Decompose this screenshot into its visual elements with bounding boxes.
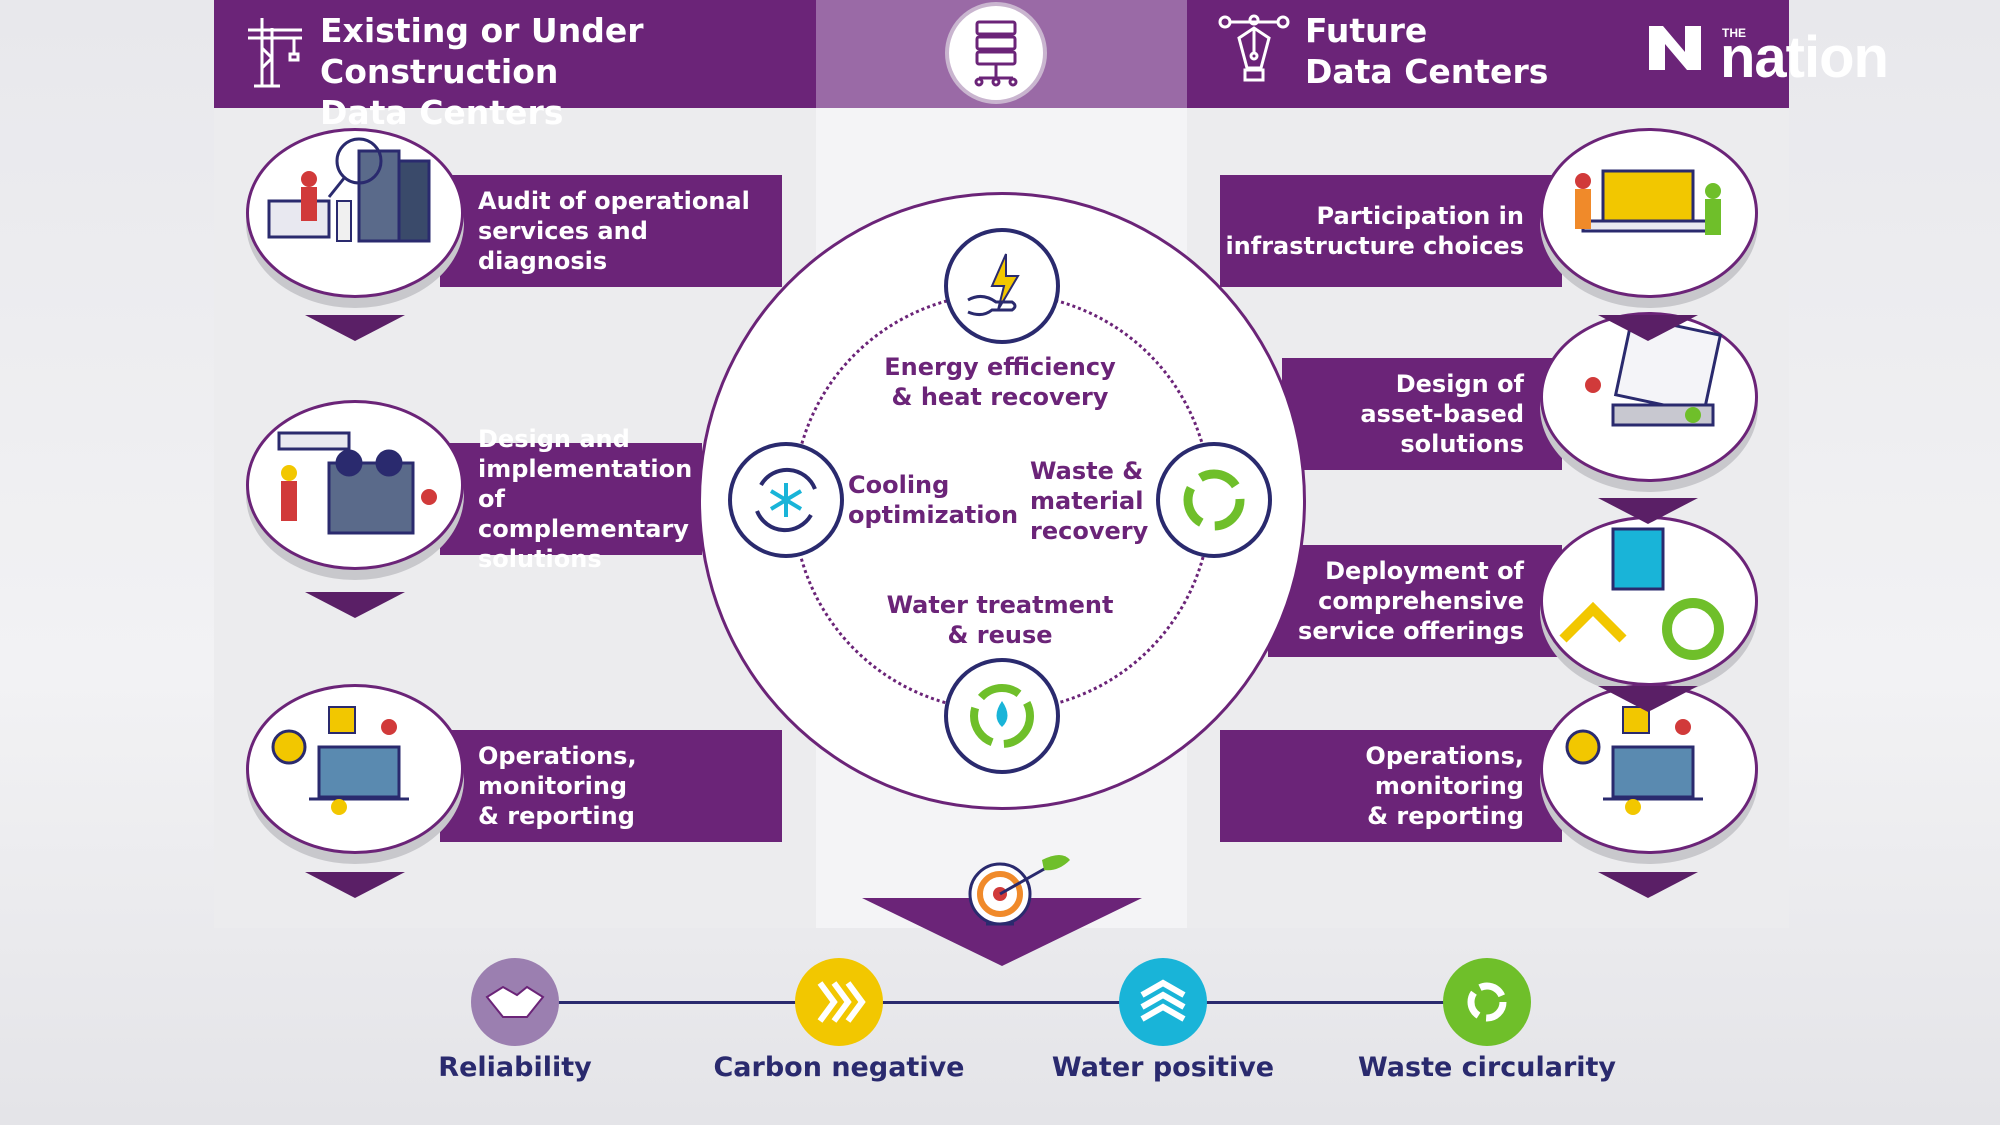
water-drop-icon (944, 658, 1060, 774)
cooling-icon (728, 442, 844, 558)
right-arrow-2 (1598, 498, 1698, 524)
recycle-icon (1156, 442, 1272, 558)
carbon-chevrons-icon (795, 958, 883, 1046)
crane-icon (248, 18, 302, 88)
energy-hand-icon (944, 228, 1060, 344)
nation-logo-icon (1649, 26, 1701, 70)
logo-name: nation (1720, 25, 1889, 90)
audit-illustration (246, 128, 464, 298)
left-step-3: Operations, monitoring & reporting (440, 730, 782, 842)
server-icon (945, 2, 1047, 104)
right-step-1: Participation in infrastructure choices (1220, 175, 1562, 287)
right-step-4: Operations, monitoring & reporting (1220, 730, 1562, 842)
service-offerings-illustration (1540, 516, 1758, 686)
handshake-icon (471, 958, 559, 1046)
left-step-2: Design and implementation of complementa… (440, 425, 702, 573)
goal-waste-circularity: Waste circularity (1357, 1052, 1617, 1083)
left-arrow-2 (305, 592, 405, 618)
left-step-1: Audit of operational services and diagno… (440, 175, 782, 287)
goal-carbon-negative: Carbon negative (713, 1052, 965, 1083)
goal-reliability: Reliability (438, 1052, 592, 1083)
asset-design-illustration (1540, 312, 1758, 482)
existing-title: Existing or Under Construction Data Cent… (320, 11, 644, 132)
future-title: Future Data Centers (1305, 11, 1549, 91)
goals-connector (515, 1001, 1490, 1004)
operations-illustration-left (246, 684, 464, 854)
right-arrow-1 (1598, 315, 1698, 341)
logo-the: THE (1722, 26, 1746, 40)
circularity-icon (1443, 958, 1531, 1046)
infrastructure-illustration (1540, 128, 1758, 298)
water-waves-icon (1119, 958, 1207, 1046)
design-illustration (246, 400, 464, 570)
operations-illustration-right (1540, 684, 1758, 854)
right-step-3: Deployment of comprehensive service offe… (1268, 545, 1562, 657)
right-step-2: Design of asset-based solutions (1282, 358, 1562, 470)
goal-water-positive: Water positive (1051, 1052, 1275, 1083)
waste-label: Waste & material recovery (1030, 457, 1149, 545)
cooling-label: Cooling optimization (848, 471, 1019, 529)
right-arrow-3 (1598, 686, 1698, 712)
design-pen-icon (1218, 14, 1290, 82)
existing-header: Existing or Under Construction Data Cent… (214, 0, 816, 132)
energy-label: Energy efficiency & heat recovery (884, 353, 1116, 411)
left-arrow-3 (305, 872, 405, 898)
water-label: Water treatment & reuse (886, 591, 1114, 649)
right-arrow-4 (1598, 872, 1698, 898)
left-arrow-1 (305, 315, 405, 341)
target-icon (968, 855, 1070, 926)
